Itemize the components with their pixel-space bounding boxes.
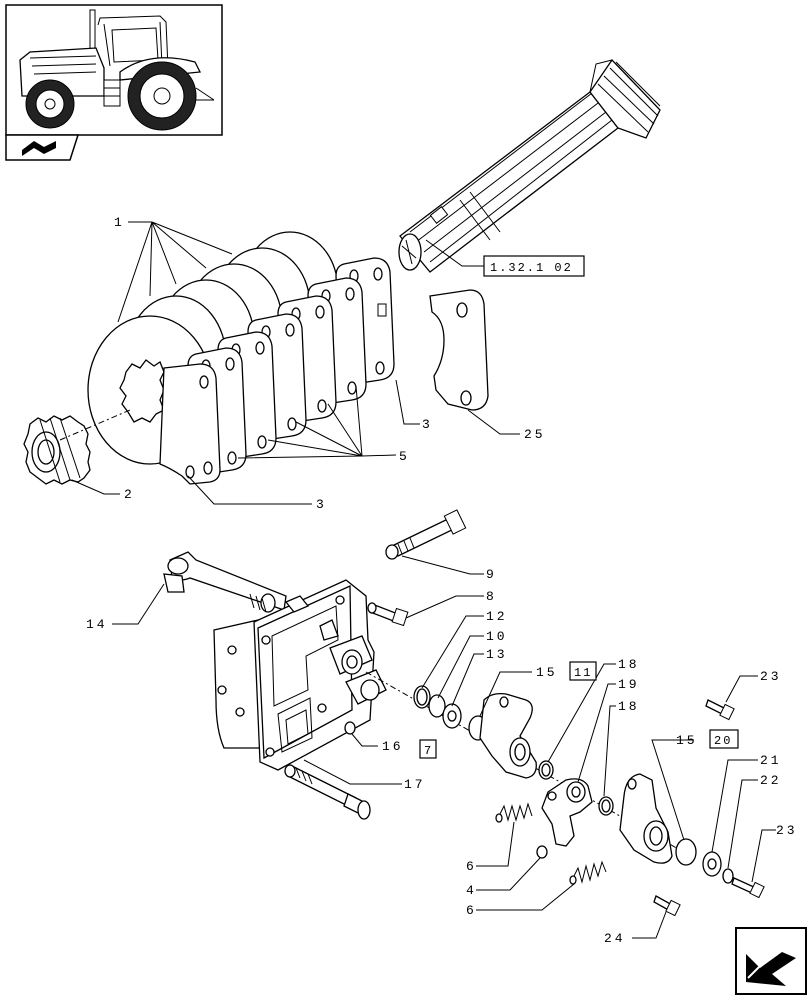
lever-shaft-part-14 bbox=[163, 551, 287, 613]
bolt-part-23-lower bbox=[731, 877, 765, 899]
leader-lines bbox=[71, 221, 776, 939]
callout-5: 5 bbox=[399, 449, 410, 464]
lever-part-15-second bbox=[619, 773, 673, 864]
bolt-part-24 bbox=[653, 895, 681, 917]
pin-part-17 bbox=[284, 764, 371, 820]
tractor-thumbnail bbox=[5, 4, 223, 136]
spacer bbox=[675, 838, 697, 866]
pinion-shaft bbox=[398, 58, 661, 273]
snap-ring-part-18-lower bbox=[598, 796, 614, 816]
callout-15-upper: 15 bbox=[536, 665, 558, 680]
callout-13: 13 bbox=[486, 647, 508, 662]
boxed-references: 1.32.1 02 11 7 20 bbox=[419, 255, 739, 759]
callout-9: 9 bbox=[486, 567, 497, 582]
o-ring-part-12 bbox=[413, 685, 431, 709]
spring-part-6-upper bbox=[495, 802, 533, 823]
callout-21: 21 bbox=[760, 753, 782, 768]
callout-6-upper: 6 bbox=[466, 859, 477, 874]
separator-plates bbox=[159, 257, 395, 485]
callout-labels: 1 2 3 3 5 25 9 8 14 12 10 13 15 16 17 18… bbox=[86, 215, 798, 946]
bolt-part-8 bbox=[367, 602, 409, 627]
snap-ring-part-18-upper bbox=[538, 760, 554, 780]
callout-6-lower: 6 bbox=[466, 903, 477, 918]
callout-19: 19 bbox=[618, 677, 640, 692]
callout-15-lower: 15 bbox=[676, 733, 698, 748]
callout-25: 25 bbox=[524, 427, 546, 442]
callout-10: 10 bbox=[486, 629, 508, 644]
callout-12: 12 bbox=[486, 609, 508, 624]
callout-22: 22 bbox=[760, 773, 782, 788]
gear-part-2 bbox=[23, 415, 91, 485]
spring-part-6-lower bbox=[569, 860, 607, 885]
fork-part-19 bbox=[541, 778, 593, 847]
callout-23-upper: 23 bbox=[760, 669, 782, 684]
callout-23-lower: 23 bbox=[776, 823, 798, 838]
reference-shaft: 1.32.1 02 bbox=[490, 261, 573, 275]
washer-part-21 bbox=[702, 851, 722, 877]
callout-17: 17 bbox=[404, 777, 426, 792]
callout-3-upper: 3 bbox=[422, 417, 433, 432]
reference-11: 11 bbox=[574, 666, 592, 680]
callout-4: 4 bbox=[466, 883, 477, 898]
section-icon bbox=[5, 134, 80, 161]
ring-part-4 bbox=[536, 845, 548, 859]
callout-18-upper: 18 bbox=[618, 657, 640, 672]
washer-part-13 bbox=[442, 703, 462, 729]
callout-14: 14 bbox=[86, 617, 108, 632]
reference-7: 7 bbox=[424, 744, 433, 758]
washer-part-10 bbox=[428, 694, 446, 718]
control-housing bbox=[213, 579, 387, 771]
bolt-part-23-upper bbox=[705, 699, 735, 721]
callout-3-lower: 3 bbox=[316, 497, 327, 512]
reference-20: 20 bbox=[714, 734, 732, 748]
next-page-arrow-icon[interactable] bbox=[735, 927, 807, 995]
callout-18-lower: 18 bbox=[618, 699, 640, 714]
bolt-part-9 bbox=[385, 509, 467, 560]
callout-1: 1 bbox=[114, 215, 125, 230]
bracket-part-25 bbox=[429, 289, 489, 411]
lever-part-15 bbox=[468, 692, 537, 779]
callout-8: 8 bbox=[486, 589, 497, 604]
ring-part-22 bbox=[722, 868, 734, 884]
callout-16: 16 bbox=[382, 739, 404, 754]
callout-2: 2 bbox=[124, 487, 135, 502]
callout-24: 24 bbox=[604, 931, 626, 946]
